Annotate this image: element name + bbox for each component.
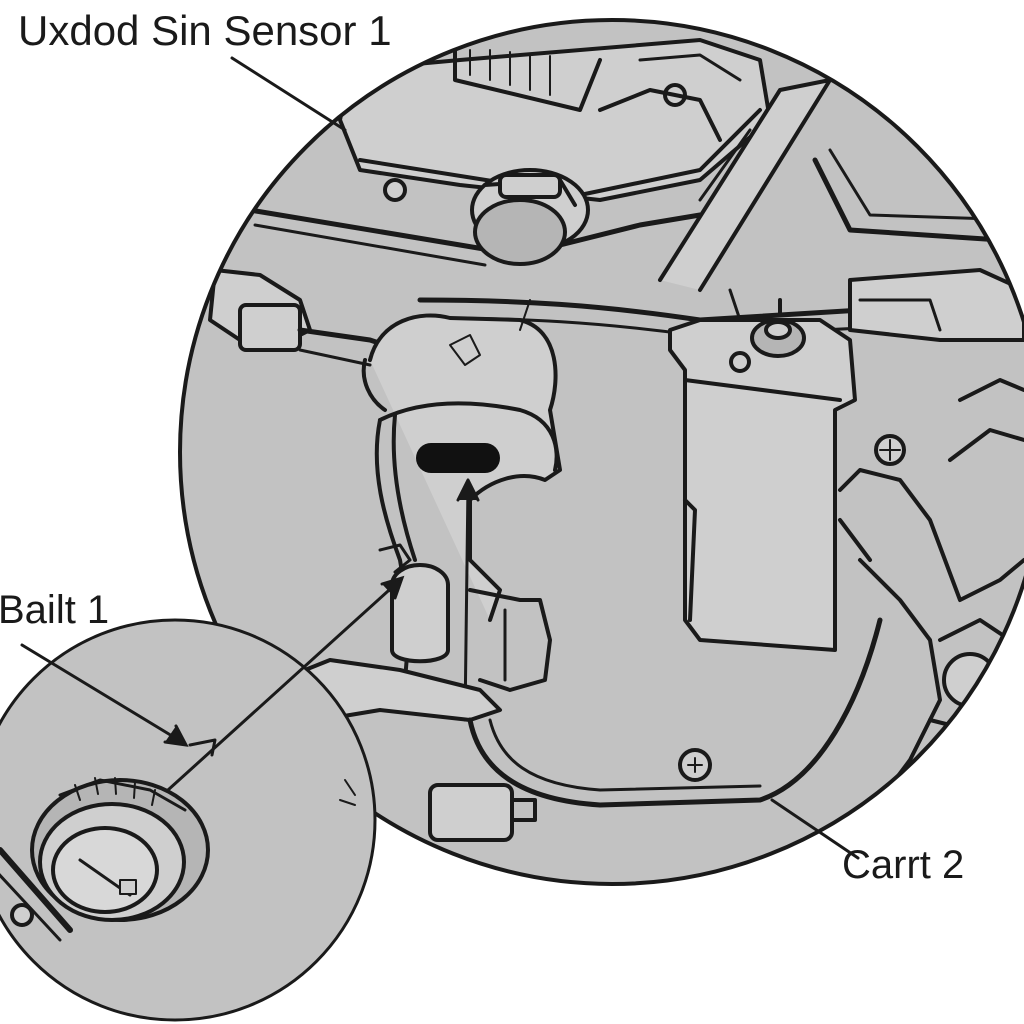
leader-top <box>230 56 347 132</box>
cross-pipe <box>417 297 1024 323</box>
manifold-sensor <box>378 543 552 692</box>
leader-right <box>770 798 860 860</box>
right-beam <box>658 78 832 292</box>
lower-box <box>428 783 537 842</box>
main-detail-view <box>178 18 1024 886</box>
leader-left <box>20 643 184 744</box>
sensor-callout-label: Uxdod Sin Sensor 1 <box>18 7 392 54</box>
lower-pipe <box>467 617 883 808</box>
pointer-arrow <box>456 478 480 722</box>
leader-lines <box>20 56 860 860</box>
intake-housing <box>338 38 772 202</box>
carrt-callout-label: Carrt 2 <box>842 843 965 887</box>
highlight-marker <box>416 443 500 473</box>
reservoir-tank <box>668 288 857 652</box>
left-connector <box>208 268 403 367</box>
bailt-callout-label: Bailt 1 <box>0 588 110 632</box>
inset-detail-view <box>0 618 377 1022</box>
inset-sensor <box>30 777 210 922</box>
leader-inset-link <box>166 580 400 792</box>
upper-sensor <box>470 168 590 266</box>
